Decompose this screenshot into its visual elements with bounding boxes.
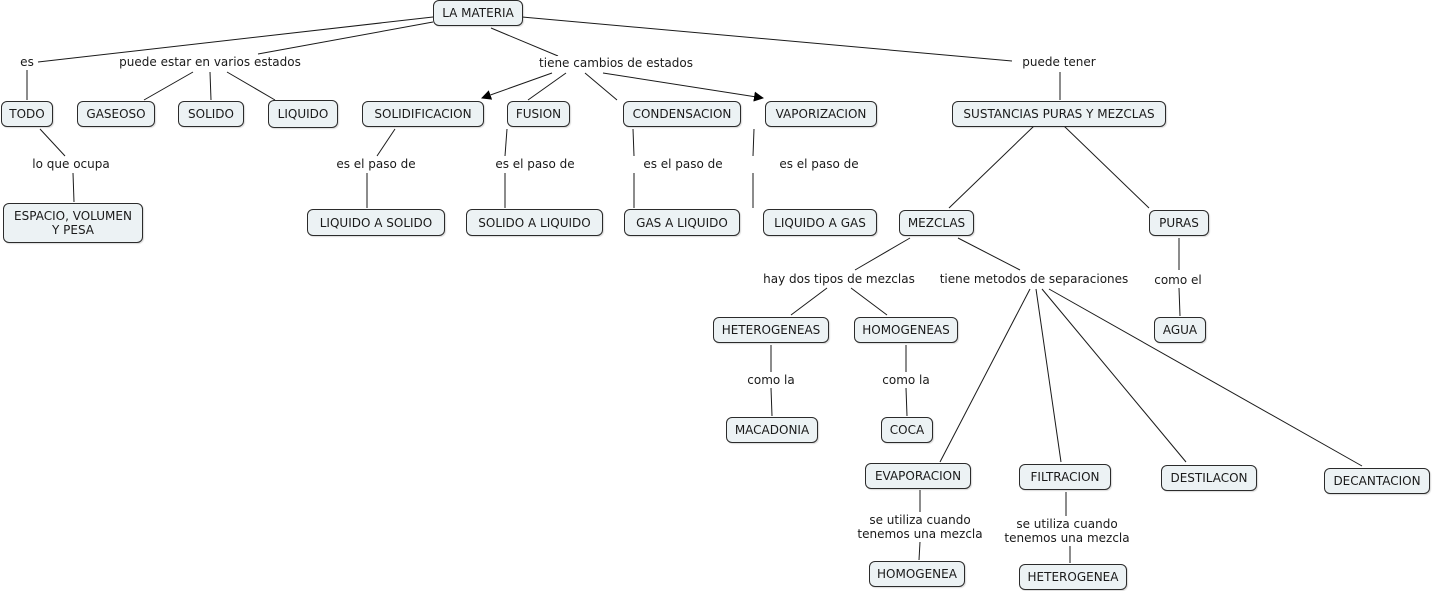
line-cambios-vaporizacion <box>602 72 764 102</box>
line-metodos-filt <box>1035 288 1062 463</box>
link-phrase-paso-condensacion: es el paso de <box>641 157 725 171</box>
link-phrase-puede-tener: puede tener <box>1020 55 1098 69</box>
link-phrase-como-la-homo: como la <box>880 373 932 387</box>
link-phrase-utiliza-filtracion: se utiliza cuando tenemos una mezcla <box>1002 517 1132 545</box>
concept-sustancias-puras-y-mezclas[interactable]: SUSTANCIAS PURAS Y MEZCLAS <box>952 101 1166 127</box>
line-fusion-paso <box>504 128 508 157</box>
concept-filtracion[interactable]: FILTRACION <box>1019 464 1111 490</box>
concept-homogeneas[interactable]: HOMOGENEAS <box>854 317 958 343</box>
link-phrase-como-el: como el <box>1152 273 1204 287</box>
link-phrase-metodos: tiene metodos de separaciones <box>937 272 1131 286</box>
line-sust-puras <box>1063 125 1150 209</box>
line-metodos-dest <box>1041 288 1187 463</box>
line-metodos-evap <box>939 288 1031 463</box>
concept-solido[interactable]: SOLIDO <box>178 101 244 127</box>
link-phrase-paso-solidificacion: es el paso de <box>334 157 418 171</box>
line-utiliza-homogenea <box>918 541 921 561</box>
line-todo-ocupa <box>39 128 66 157</box>
concept-la-materia[interactable]: LA MATERIA <box>433 0 523 26</box>
link-phrase-tiene-cambios: tiene cambios de estados <box>537 56 695 70</box>
concept-heterogeneas[interactable]: HETEROGENEAS <box>713 317 829 343</box>
link-phrase-paso-vaporizacion: es el paso de <box>777 157 861 171</box>
line-vapor-paso <box>752 128 755 157</box>
line-comola-macadonia <box>770 387 773 417</box>
link-phrase-puede-estar: puede estar en varios estados <box>117 55 303 69</box>
concept-destilacon[interactable]: DESTILACON <box>1161 465 1257 491</box>
line-cambios-condensacion <box>584 72 618 101</box>
line-estar-gaseoso <box>143 71 194 101</box>
concept-gaseoso[interactable]: GASEOSO <box>77 101 155 127</box>
link-phrase-es: es <box>18 55 36 69</box>
concept-todo[interactable]: TODO <box>1 101 53 127</box>
concept-espacio-volumen-pesa[interactable]: ESPACIO, VOLUMEN Y PESA <box>3 203 143 243</box>
line-materia-tener <box>521 16 1013 62</box>
link-phrase-paso-fusion: es el paso de <box>493 157 577 171</box>
line-tipos-homo <box>850 287 888 316</box>
line-cambios-fusion <box>527 72 567 101</box>
concept-liquido[interactable]: LIQUIDO <box>268 100 338 128</box>
line-metodos-decant <box>1048 288 1363 467</box>
line-materia-es <box>37 16 434 63</box>
concept-evaporacion[interactable]: EVAPORACION <box>865 463 971 489</box>
link-phrase-como-la-hetero: como la <box>745 373 797 387</box>
line-cambios-solidificacion <box>481 72 553 100</box>
concept-heterogenea[interactable]: HETEROGENEA <box>1019 564 1127 590</box>
concept-solidificacion[interactable]: SOLIDIFICACION <box>362 101 484 127</box>
line-ocupa-espacio <box>72 172 75 203</box>
concept-vaporizacion[interactable]: VAPORIZACION <box>765 101 877 127</box>
concept-gas-a-liquido[interactable]: GAS A LIQUIDO <box>624 209 740 236</box>
concept-coca[interactable]: COCA <box>881 417 933 443</box>
concept-solido-a-liquido[interactable]: SOLIDO A LIQUIDO <box>466 209 603 236</box>
line-cond-paso <box>632 128 635 157</box>
line-comoel-agua <box>1178 287 1181 317</box>
concept-condensacion[interactable]: CONDENSACION <box>623 101 741 127</box>
concept-macadonia[interactable]: MACADONIA <box>726 417 818 443</box>
line-estar-liquido <box>226 71 276 101</box>
line-materia-puede-estar <box>257 21 434 55</box>
line-mezclas-metodos <box>957 237 1021 271</box>
line-tipos-hetero <box>790 287 828 316</box>
concept-decantacion[interactable]: DECANTACION <box>1324 468 1430 494</box>
line-solidif-paso <box>376 128 396 157</box>
concept-mezclas[interactable]: MEZCLAS <box>899 210 974 236</box>
line-estar-solido <box>209 71 212 101</box>
concept-fusion[interactable]: FUSION <box>507 101 570 127</box>
line-materia-cambios <box>490 27 559 57</box>
concept-agua[interactable]: AGUA <box>1154 317 1206 343</box>
concept-liquido-a-gas[interactable]: LIQUIDO A GAS <box>763 209 877 236</box>
line-sust-mezclas <box>948 125 1035 209</box>
concept-puras[interactable]: PURAS <box>1149 210 1209 236</box>
link-phrase-utiliza-evaporacion: se utiliza cuando tenemos una mezcla <box>855 513 985 541</box>
concept-homogenea[interactable]: HOMOGENEA <box>869 561 965 587</box>
line-comola-coca <box>905 387 908 417</box>
link-phrase-dos-tipos: hay dos tipos de mezclas <box>761 272 917 286</box>
line-mezclas-tipos <box>854 237 911 271</box>
link-phrase-lo-que-ocupa: lo que ocupa <box>30 157 112 171</box>
concept-liquido-a-solido[interactable]: LIQUIDO A SOLIDO <box>307 209 445 236</box>
